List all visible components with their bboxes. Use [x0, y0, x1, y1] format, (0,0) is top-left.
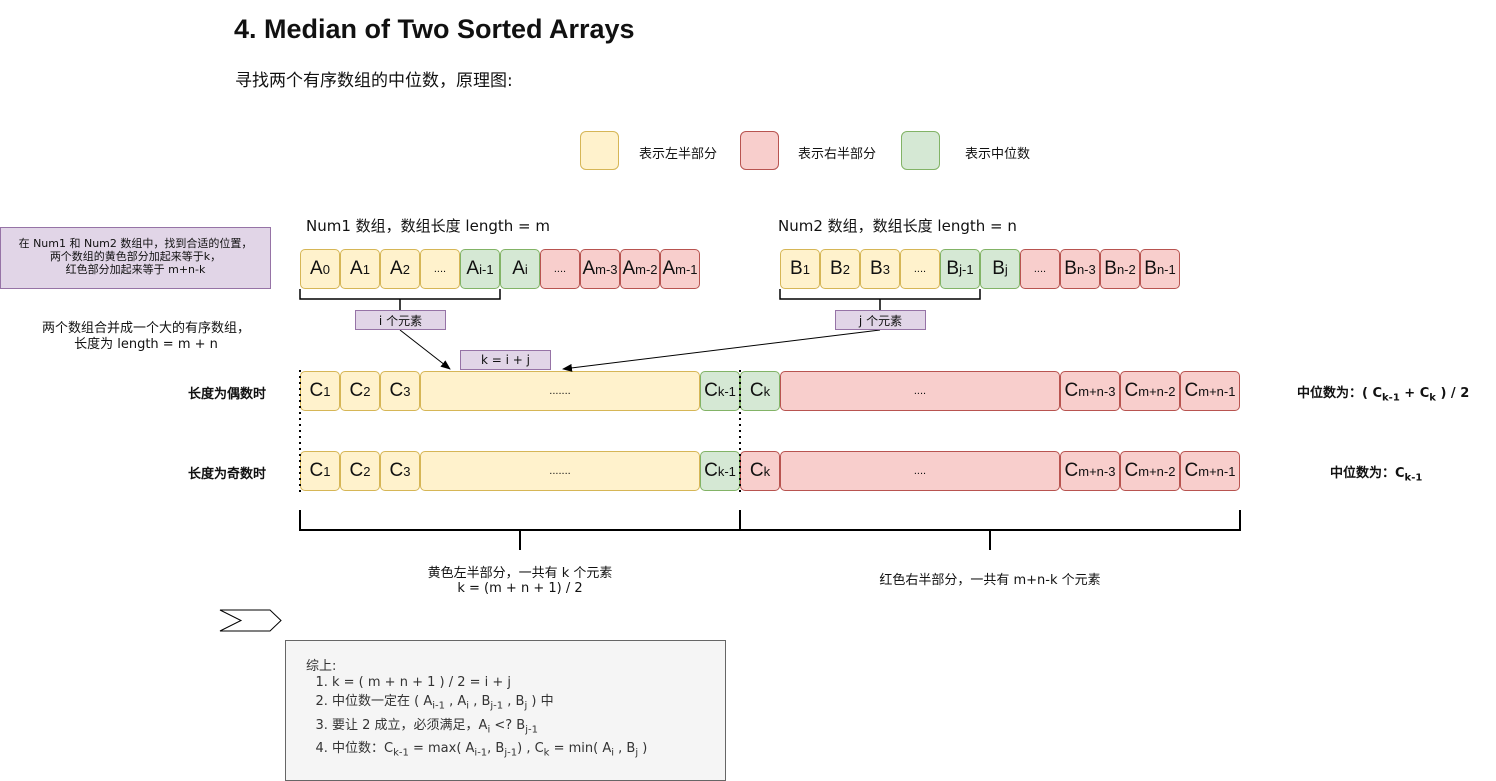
right-half-brace [739, 510, 1241, 550]
legend-label-left: 表示左半部分 [639, 147, 718, 162]
odd-median-prefix: 中位数为：C [1330, 466, 1405, 481]
legend-swatch-median [901, 131, 940, 170]
left-half-caption: 黄色左半部分，一共有 k 个元素 k = (m + n + 1) / 2 [427, 566, 613, 596]
summary-list: k = ( m + n + 1 ) / 2 = i + j中位数一定在 ( Ai… [312, 673, 647, 763]
summary-item-4: 中位数：Ck-1 = max( Ai-1, Bj-1) , Ck = min( … [332, 739, 647, 763]
odd-row-label: 长度为奇数时 [188, 467, 267, 482]
even-median-sub1: k-1 [1382, 392, 1400, 404]
num2-caption: Num2 数组，数组长度 length = n [778, 217, 1017, 235]
merged-odd-cell-3: ....... [420, 451, 700, 491]
k-label: k = i + j [460, 350, 551, 370]
legend-label-right: 表示右半部分 [798, 147, 877, 162]
even-median-suffix: ) / 2 [1435, 386, 1470, 401]
goal-note: 在 Num1 和 Num2 数组中，找到合适的位置， 两个数组的黄色部分加起来等… [0, 227, 271, 289]
left-half-brace [299, 510, 741, 550]
page-title: 4. Median of Two Sorted Arrays [234, 14, 635, 44]
summary-item-1: k = ( m + n + 1 ) / 2 = i + j [332, 673, 647, 692]
merged-odd-cell-6: .... [780, 451, 1060, 491]
even-median-prefix: 中位数为：( C [1297, 386, 1383, 401]
chevron-arrow-icon [219, 609, 282, 632]
num1-cell-3: .... [420, 249, 460, 289]
even-median-sub2: k [1429, 392, 1436, 404]
legend-swatch-left [580, 131, 619, 170]
merged-even-cell-6: .... [780, 371, 1060, 411]
even-row-label: 长度为偶数时 [188, 387, 267, 402]
legend-swatch-right [740, 131, 779, 170]
num1-brace-label: i 个元素 [355, 310, 446, 330]
merge-note: 两个数组合并成一个大的有序数组， 长度为 length = m + n [41, 321, 250, 352]
odd-median-sub1: k-1 [1404, 472, 1423, 484]
num2-brace-label: j 个元素 [835, 310, 926, 330]
summary-item-3: 要让 2 成立，必须满足，Ai <? Bj-1 [332, 716, 647, 740]
arrow-num1-to-merged [399, 329, 451, 370]
num1-caption: Num1 数组，数组长度 length = m [306, 217, 550, 235]
arrow-num2-to-merged [562, 329, 881, 372]
num2-brace [779, 289, 981, 310]
merged-even-cell-3: ....... [420, 371, 700, 411]
num1-brace [299, 289, 501, 310]
subtitle: 寻找两个有序数组的中位数，原理图: [235, 71, 513, 91]
num1-cell-6: .... [540, 249, 580, 289]
even-median-mid: + C [1399, 386, 1430, 401]
legend-label-median: 表示中位数 [965, 147, 1031, 162]
even-median-formula: 中位数为：( Ck-1 + Ck ) / 2 [1297, 382, 1469, 404]
num2-cell-3: .... [900, 249, 940, 289]
summary-box: 综上: k = ( m + n + 1 ) / 2 = i + j中位数一定在 … [285, 640, 726, 781]
num2-cell-6: .... [1020, 249, 1060, 289]
summary-heading: 综上: [306, 659, 337, 674]
right-half-caption: 红色右半部分，一共有 m+n-k 个元素 [879, 573, 1101, 588]
summary-item-2: 中位数一定在 ( Ai-1 , Ai , Bj-1 , Bj ) 中 [332, 692, 647, 716]
odd-median-formula: 中位数为：Ck-1 [1330, 462, 1422, 484]
